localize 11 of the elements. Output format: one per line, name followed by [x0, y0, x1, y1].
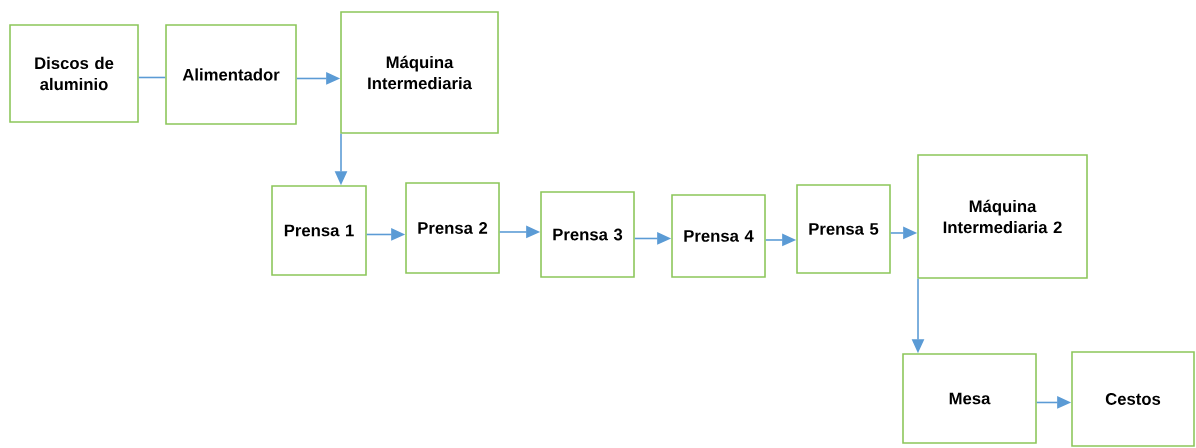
process-box: Máquina Intermediaria — [340, 11, 499, 134]
process-box: Prensa 1 — [271, 185, 367, 276]
process-box: Alimentador — [165, 24, 297, 125]
process-box: Prensa 4 — [671, 194, 766, 278]
process-box: Prensa 5 — [796, 184, 891, 274]
process-box: Mesa — [902, 353, 1037, 444]
process-box: Prensa 2 — [405, 182, 500, 274]
process-box: Máquina Intermediaria 2 — [917, 154, 1088, 279]
process-box: Discos de aluminio — [9, 24, 139, 123]
process-box: Prensa 3 — [540, 191, 635, 278]
process-box: Cestos — [1071, 351, 1195, 447]
